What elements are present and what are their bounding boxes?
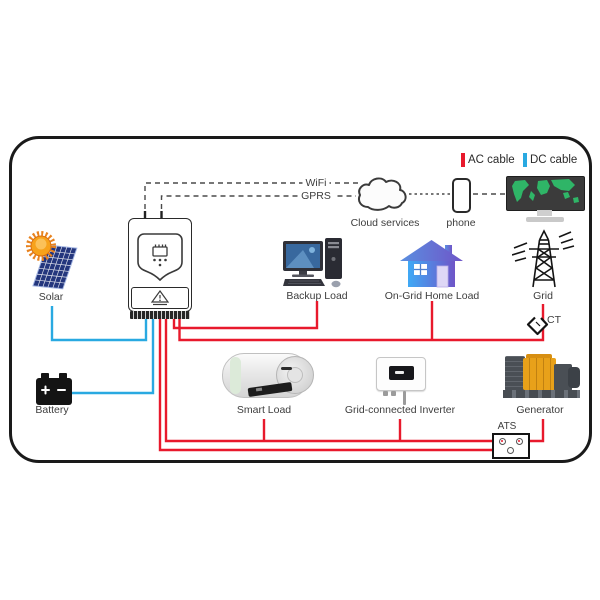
warning-triangle-icon [150,290,170,306]
ac-cable-swatch [461,153,465,167]
battery-terminal-neg [59,373,67,381]
battery-icon [36,378,72,405]
wifi-label: WiFi [302,177,330,189]
on-grid-home-load-label: On-Grid Home Load [384,290,480,302]
dc-cable-swatch [523,153,527,167]
ats-terminal-left [499,438,506,445]
smart-load-label: Smart Load [236,404,292,416]
monitor-base [526,217,564,222]
solar-label: Solar [38,291,64,303]
generator-alternator [554,364,572,391]
sun-icon [26,231,56,261]
string-inverter-connector [383,391,388,396]
backup-load-label: Backup Load [286,290,348,302]
ats-box [492,433,530,459]
phone-label: phone [446,217,476,229]
string-inverter-icon [376,357,426,391]
solar-panel-icon [26,231,78,290]
generator-base-skid [503,390,580,398]
generator-alternator-cap [568,367,580,388]
grid-label: Grid [533,290,553,302]
ats-terminal-bottom [507,447,514,454]
string-inverter-cable [403,391,406,405]
house-icon [400,240,463,288]
phone-icon [452,178,471,213]
string-inverter-display-slot [395,371,404,374]
generator-radiator [505,356,525,391]
string-inverter-connector [391,391,396,396]
ats-label: ATS [497,421,517,432]
ats-terminal-right [516,438,523,445]
generator-engine-top [526,354,552,360]
water-heater-endcap-center [287,367,303,383]
ac-cable-legend-label: AC cable [468,154,515,166]
battery-polarity-marks [41,385,66,395]
water-heater-vent [281,367,292,370]
cloud-icon [358,177,407,211]
inverter-terminal-strip [130,311,190,319]
battery-terminal-pos [41,373,49,381]
water-heater-accent [230,357,241,394]
battery-label: Battery [35,404,69,416]
ct-label: CT [547,314,561,326]
gprs-label: GPRS [298,190,334,202]
grid-connected-inverter-label: Grid-connected Inverter [344,404,456,416]
ct-sensor-icon [526,316,549,336]
backup-load-computer-icon [283,238,342,288]
monitor-stand [537,210,552,216]
grid-tower-icon [512,229,575,288]
generator-icon [523,358,556,390]
cloud-services-label: Cloud services [350,217,420,229]
world-map-graphic [512,179,579,203]
inverter-shield-logo-icon [137,233,183,282]
generator-label: Generator [516,404,564,416]
dc-cable-legend-label: DC cable [530,154,578,166]
